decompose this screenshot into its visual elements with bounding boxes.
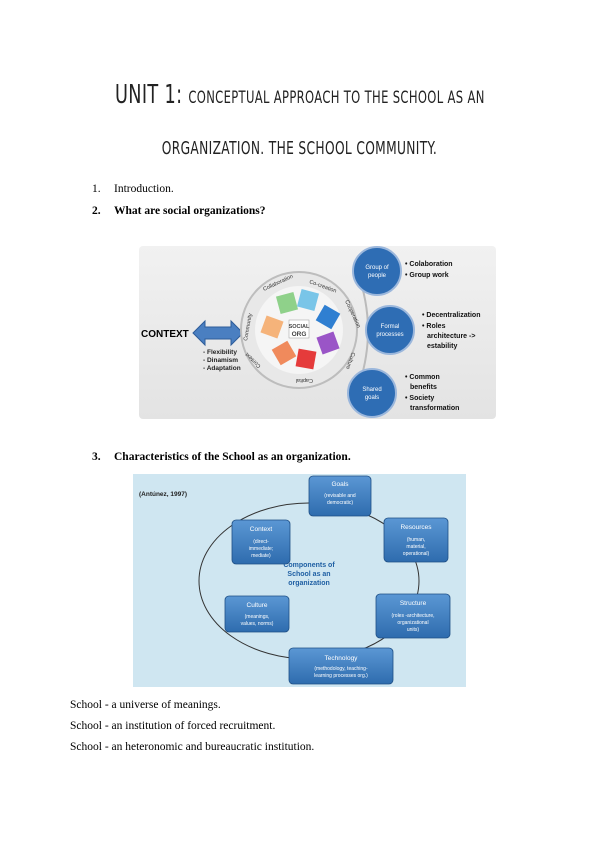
center-label: SOCIAL <box>289 324 310 330</box>
citation: (Antúnez, 1997) <box>139 491 187 498</box>
circle-bullet: • Group work <box>405 272 449 279</box>
shared-goals-circle <box>347 368 397 418</box>
list-item-introduction: 1.Introduction. <box>92 183 174 195</box>
puzzle-pieces <box>260 288 341 370</box>
svg-text:Culture: Culture <box>247 602 268 609</box>
svg-text:values, norms): values, norms) <box>241 621 274 627</box>
svg-text:Structure: Structure <box>400 600 427 607</box>
context-arrow-icon <box>192 319 244 347</box>
circle-label: processes <box>376 332 403 338</box>
center-label: organization <box>288 580 330 587</box>
circle-label: goals <box>365 395 379 401</box>
technology-box: Technology (methodology, teaching- learn… <box>288 647 394 685</box>
structure-box: Structure (roles -architecture, organiza… <box>375 593 451 639</box>
circle-bullet: architecture -> <box>427 333 475 340</box>
center-label: ORG <box>292 331 307 338</box>
circle-label: people <box>368 273 387 279</box>
svg-text:learning processes org.): learning processes org.) <box>314 673 368 679</box>
circle-label: Group of <box>365 265 389 271</box>
svg-text:Resources: Resources <box>400 524 432 531</box>
list-item-school-characteristics: 3.Characteristics of the School as an or… <box>92 451 351 463</box>
ring-word: Culture <box>344 351 356 370</box>
title-line-2: ORGANIZATION. THE SCHOOL COMMUNITY. <box>161 138 438 159</box>
svg-text:Technology: Technology <box>325 655 359 662</box>
svg-text:(revisable and: (revisable and <box>324 493 356 499</box>
svg-text:operational): operational) <box>403 551 430 557</box>
circle-bullet: • Society <box>405 395 434 402</box>
svg-text:(roles -architecture,: (roles -architecture, <box>391 613 434 619</box>
goals-box: Goals (revisable and democratic) <box>308 475 372 517</box>
circle-label: Formal <box>381 324 400 330</box>
svg-text:(meanings,: (meanings, <box>245 614 270 620</box>
svg-text:material,: material, <box>406 544 425 550</box>
circle-bullet: • Decentralization <box>422 312 480 319</box>
paragraph-forced-recruitment: School - an institution of forced recrui… <box>70 720 276 732</box>
svg-text:(direct-: (direct- <box>253 539 269 545</box>
culture-box: Culture (meanings, values, norms) <box>224 595 290 633</box>
title-line-1: UNIT 1: CONCEPTUAL APPROACH TO THE SCHOO… <box>114 80 485 110</box>
svg-text:units): units) <box>407 627 420 633</box>
circle-bullet: • Common <box>405 374 440 381</box>
center-label: School as an <box>287 571 330 578</box>
paragraph-universe: School - a universe of meanings. <box>70 699 221 711</box>
svg-text:(human,: (human, <box>407 537 425 543</box>
context-bullet: - Dinamism <box>203 357 238 364</box>
context-bullet: - Adaptation <box>203 365 241 372</box>
circle-bullet: • Colaboration <box>405 261 453 268</box>
formal-processes-circle <box>365 305 415 355</box>
svg-text:Context: Context <box>250 526 273 533</box>
group-of-people-circle <box>352 246 402 296</box>
ring-word: Community <box>243 313 254 342</box>
svg-text:organizational: organizational <box>397 620 428 626</box>
list-item-social-organizations: 2.What are social organizations? <box>92 205 266 217</box>
context-bullet: - Flexibility <box>203 349 237 356</box>
circle-bullet: benefits <box>410 384 437 391</box>
resources-box: Resources (human, material, operational) <box>383 517 449 563</box>
paragraph-heteronomic: School - an heteronomic and bureaucratic… <box>70 741 315 753</box>
circle-bullet: • Roles <box>422 323 446 330</box>
circle-label: Shared <box>362 387 381 393</box>
svg-text:Goals: Goals <box>332 481 350 488</box>
context-box: Context (direct- immediate; mediate) <box>231 519 291 565</box>
center-label: Components of <box>283 562 335 569</box>
svg-text:mediate): mediate) <box>251 553 271 559</box>
context-label: CONTEXT <box>141 329 189 340</box>
social-organizations-diagram: CONTEXT - Flexibility - Dinamism - Adapt… <box>139 246 496 419</box>
svg-text:(methodology, teaching-: (methodology, teaching- <box>314 666 368 672</box>
school-components-diagram: (Antúnez, 1997) Components of School as … <box>133 474 466 687</box>
ring-word: Capital <box>296 377 313 383</box>
circle-bullet: estability <box>427 343 457 350</box>
circle-bullet: transformation <box>410 405 459 412</box>
svg-text:democratic): democratic) <box>327 500 353 506</box>
svg-text:immediate;: immediate; <box>249 546 273 552</box>
